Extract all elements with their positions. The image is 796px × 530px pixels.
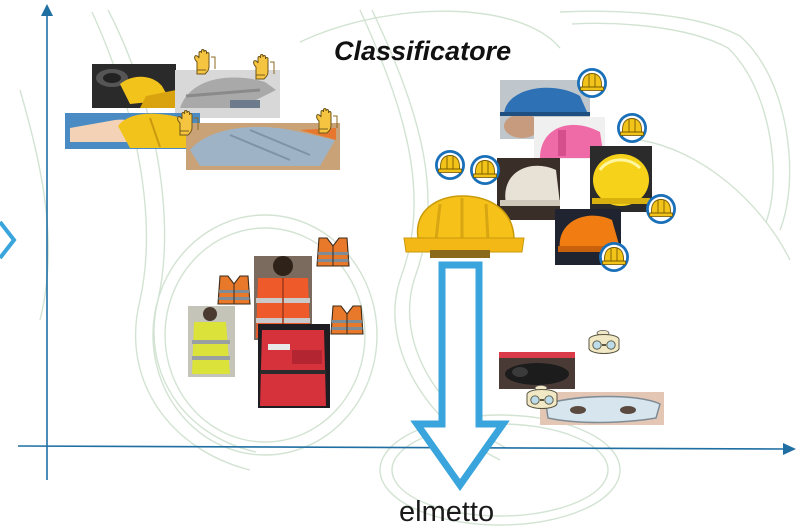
glove-photo [186, 123, 340, 170]
hard-hat-icon [616, 112, 648, 144]
safety-vest-icon [217, 275, 251, 305]
vest-photo [188, 306, 235, 377]
glove-photo [65, 113, 200, 149]
vest-photo [258, 324, 330, 408]
goggles-photo [499, 352, 575, 389]
x-axis [17, 443, 796, 455]
query-helmet-image [403, 195, 525, 258]
gloves-cluster [65, 49, 340, 170]
safety-vest-icon [330, 305, 364, 335]
y-axis [41, 4, 53, 480]
hard-hat-icon [469, 154, 501, 186]
hard-hat-icon [576, 67, 608, 99]
diagram-title: Classificatore [334, 36, 512, 66]
helmet-cluster [434, 67, 677, 273]
helmet-photo [590, 146, 652, 212]
goggles-cluster [499, 329, 664, 425]
classification-result-label: elmetto [399, 496, 495, 528]
safety-goggles-icon [588, 329, 620, 354]
left-chevron-fragment [0, 220, 17, 260]
glove-photo [92, 64, 176, 108]
glove-photo [175, 70, 280, 118]
helmet-photo [497, 158, 560, 220]
hard-hat-icon [598, 241, 630, 273]
goggles-photo [540, 392, 664, 425]
hard-hat-icon [434, 149, 466, 181]
safety-vest-icon [316, 237, 350, 267]
classification-arrow [410, 261, 510, 492]
hard-hat-icon [645, 193, 677, 225]
helmet-photo [555, 209, 621, 265]
vest-photo [254, 256, 312, 340]
vest-cluster [188, 237, 364, 408]
